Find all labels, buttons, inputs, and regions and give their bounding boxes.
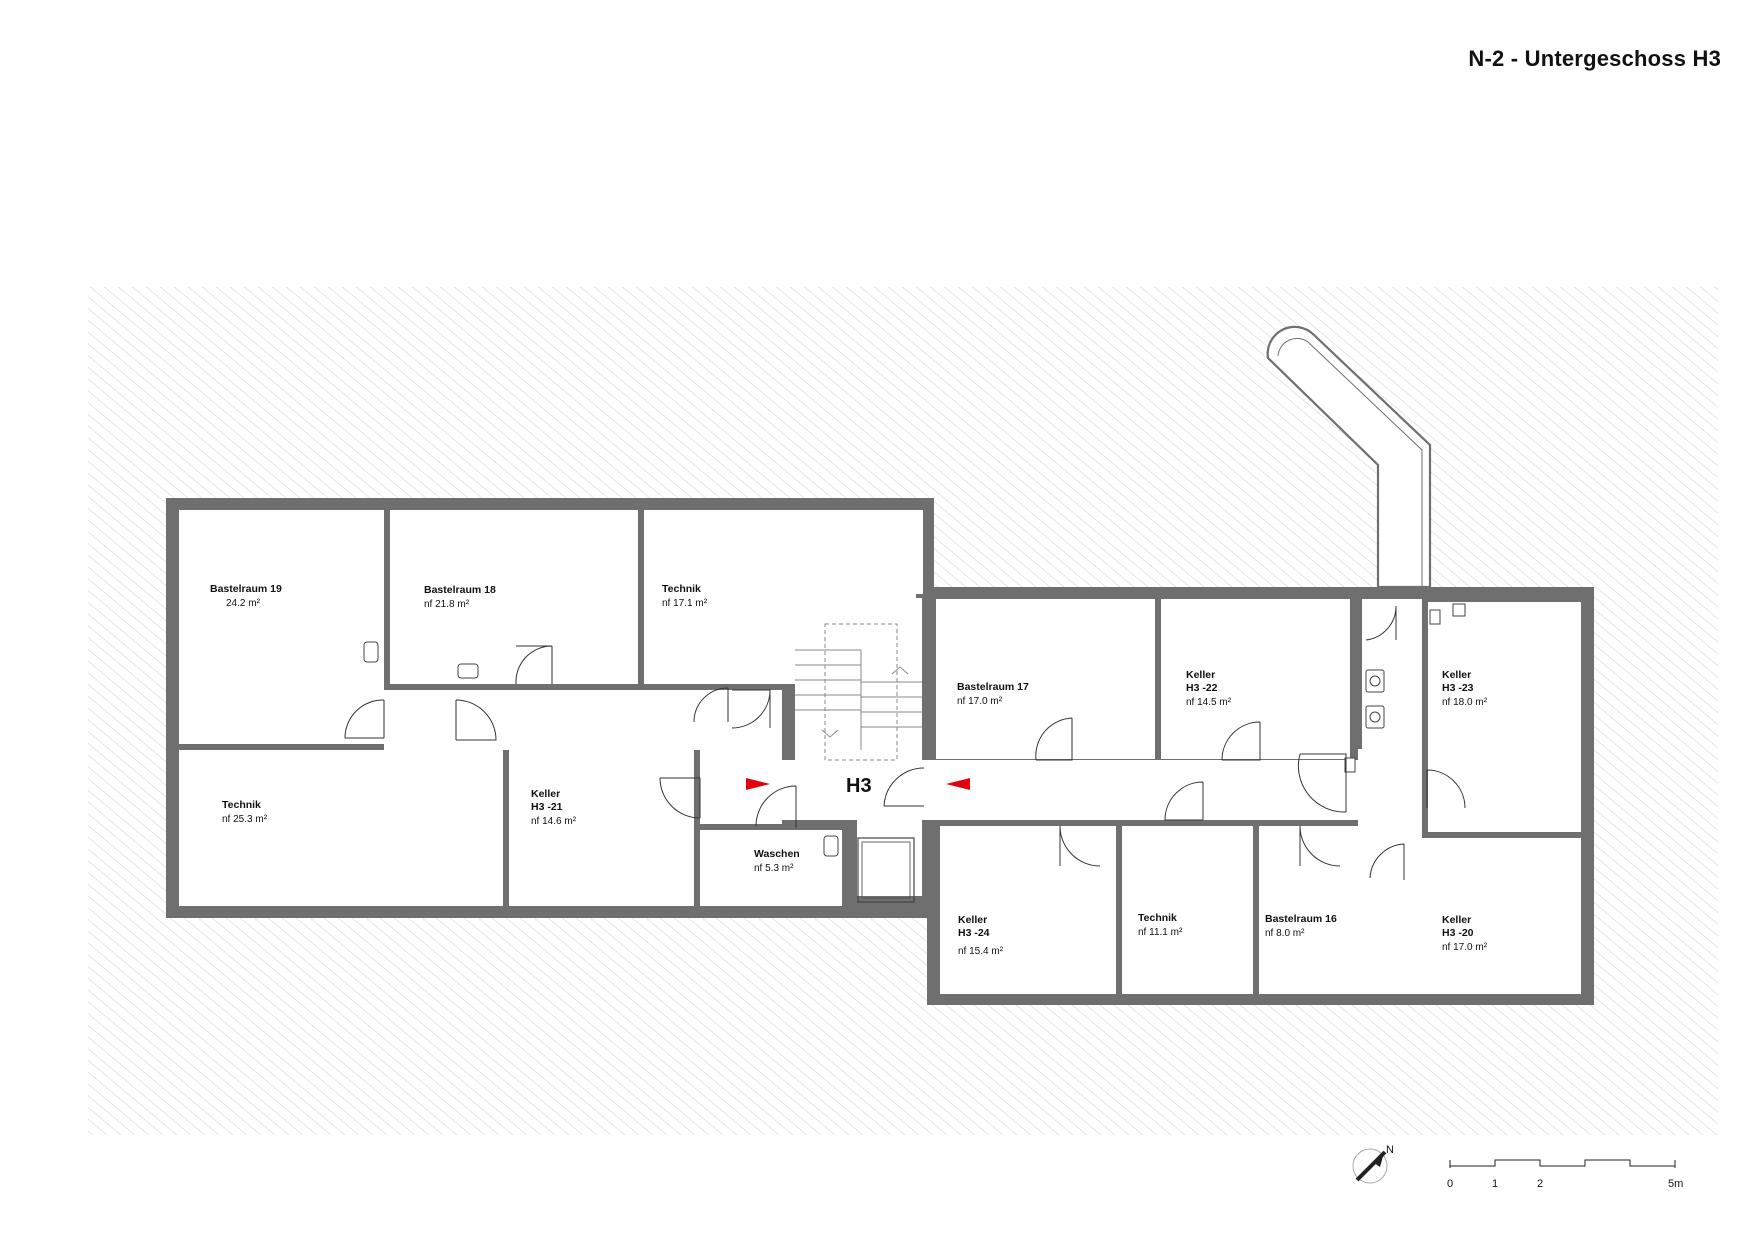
- room-area: nf 8.0 m²: [1265, 928, 1305, 939]
- room-area: nf 5.3 m²: [754, 863, 794, 874]
- room-area: nf 25.3 m²: [222, 814, 268, 825]
- room-name: Keller: [531, 788, 560, 800]
- room-name: Keller: [1186, 669, 1215, 681]
- room-name-2: H3 -21: [531, 801, 563, 813]
- room-name: Bastelraum 16: [1265, 913, 1337, 925]
- light-shaft: [1266, 325, 1432, 589]
- room-area: nf 11.1 m²: [1138, 927, 1183, 938]
- room-name-2: H3 -24: [958, 927, 990, 939]
- room-area: nf 17.0 m²: [957, 696, 1003, 707]
- doors: [344, 605, 1466, 880]
- room-labels: Bastelraum 19 24.2 m² Bastelraum 18 nf 2…: [210, 583, 1488, 957]
- arrow-left: [946, 778, 970, 790]
- scale-tick: 0: [1447, 1178, 1453, 1190]
- room-area: nf 21.8 m²: [424, 599, 470, 610]
- room-name: Keller: [958, 914, 987, 926]
- room-name-2: H3 -23: [1442, 682, 1474, 694]
- fixtures: [363, 603, 1466, 857]
- room-name: Technik: [222, 799, 261, 811]
- room-area: nf 18.0 m²: [1442, 697, 1488, 708]
- room-area: 24.2 m²: [226, 598, 261, 609]
- stair: [795, 623, 922, 761]
- scale-bar: [1449, 1159, 1676, 1168]
- room-area: nf 14.5 m²: [1186, 697, 1232, 708]
- arrow-right: [746, 778, 770, 790]
- room-name-2: H3 -20: [1442, 927, 1474, 939]
- elevator: [857, 837, 915, 903]
- room-name-2: H3 -22: [1186, 682, 1218, 694]
- entrance-arrows: [746, 778, 970, 790]
- stair-label: H3: [846, 775, 872, 797]
- room-interiors: [179, 510, 1581, 994]
- north-label: N: [1386, 1144, 1394, 1156]
- room-name: Bastelraum 18: [424, 584, 496, 596]
- room-name: Waschen: [754, 848, 800, 860]
- scale-tick: 1: [1492, 1178, 1498, 1190]
- room-name: Bastelraum 19: [210, 583, 282, 595]
- room-area: nf 17.0 m²: [1442, 942, 1488, 953]
- north-arrow-icon: N: [1352, 1144, 1394, 1184]
- scale-ticks: 0 1 2 5m: [1447, 1178, 1683, 1190]
- page-title: N-2 - Untergeschoss H3: [1468, 46, 1721, 71]
- room-name: Technik: [1138, 912, 1177, 924]
- room-name: Technik: [662, 583, 701, 595]
- room-area: nf 17.1 m²: [662, 598, 708, 609]
- room-name: Bastelraum 17: [957, 681, 1029, 693]
- room-area: nf 15.4 m²: [958, 946, 1004, 957]
- room-name: Keller: [1442, 669, 1471, 681]
- room-area: nf 14.6 m²: [531, 816, 577, 827]
- scale-tick: 2: [1537, 1178, 1543, 1190]
- room-name: Keller: [1442, 914, 1471, 926]
- scale-tick: 5m: [1668, 1178, 1683, 1190]
